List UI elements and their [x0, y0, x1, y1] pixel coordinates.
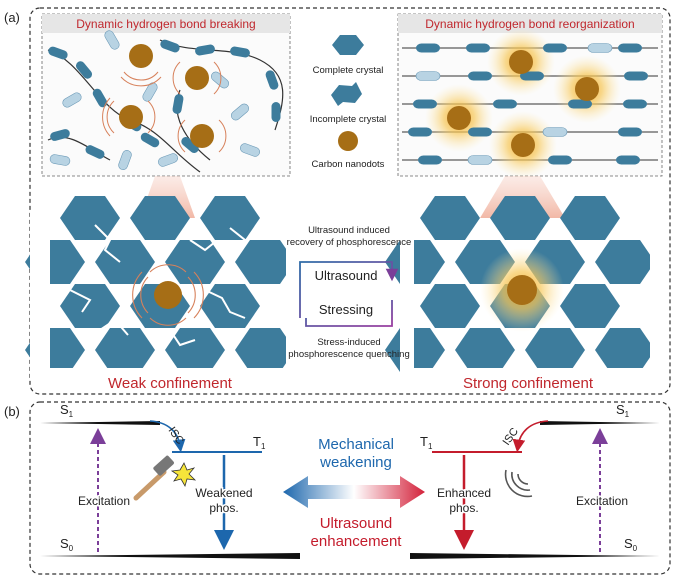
- left-t1-sub: 1: [261, 442, 266, 451]
- left-s1: S: [60, 402, 69, 417]
- left-s0: S: [60, 536, 69, 551]
- sound-wave-icon: [504, 469, 533, 498]
- left-emission-1: Weakened: [195, 486, 252, 500]
- carbon-nanodot-icon: [338, 131, 358, 151]
- right-energy-diagram: S1 T1 S0 ISC Excitation Enhanced phos.: [410, 402, 660, 559]
- left-isc: ISC: [166, 425, 186, 447]
- mechanical-weakening-1: Mechanical: [318, 436, 394, 453]
- weak-confinement-label: Weak confinement: [108, 375, 233, 392]
- double-arrow: [283, 476, 425, 508]
- cycle: Ultrasound induced recovery of phosphore…: [287, 225, 412, 360]
- weak-lattice: [25, 196, 295, 372]
- strong-lattice: [385, 196, 655, 372]
- quench-caption-1: Stress-induced: [317, 337, 380, 348]
- left-s0-sub: 0: [69, 544, 74, 553]
- svg-text:S0: S0: [624, 536, 638, 553]
- panel-b-frame: [29, 401, 671, 575]
- reorganization-inset: Dynamic hydrogen bond reorganization: [397, 13, 663, 179]
- left-s1-sub: 1: [69, 410, 74, 419]
- svg-text:T1: T1: [420, 434, 433, 451]
- ultrasound-enhancement-1: Ultrasound: [320, 515, 393, 532]
- mechanical-weakening-2: weakening: [319, 454, 392, 471]
- svg-text:T1: T1: [253, 434, 266, 451]
- quench-caption-2: phosphorescence quenching: [288, 349, 409, 360]
- left-excitation: Excitation: [78, 494, 130, 508]
- recovery-caption-2: recovery of phosphorescence: [287, 237, 412, 248]
- svg-text:S1: S1: [616, 402, 630, 419]
- right-s1-sub: 1: [625, 410, 630, 419]
- right-t1-sub: 1: [428, 442, 433, 451]
- right-excitation: Excitation: [576, 494, 628, 508]
- cycle-ultrasound: Ultrasound: [315, 268, 378, 283]
- right-t1: T: [420, 434, 428, 449]
- reorganization-title: Dynamic hydrogen bond reorganization: [425, 17, 634, 31]
- central-nanodot-left: [132, 264, 204, 326]
- recovery-caption-1: Ultrasound induced: [308, 225, 390, 236]
- right-emission-1: Enhanced: [437, 486, 491, 500]
- right-s0: S: [624, 536, 633, 551]
- right-s0-sub: 0: [633, 544, 638, 553]
- svg-text:S0: S0: [60, 536, 74, 553]
- legend: Complete crystal Incomplete crystal Carb…: [310, 35, 387, 170]
- left-isc-arrow: [149, 420, 186, 453]
- strong-confinement-label: Strong confinement: [463, 375, 594, 392]
- left-emission-2: phos.: [209, 501, 238, 515]
- complete-crystal-icon: [332, 35, 364, 55]
- left-energy-diagram: S1 T1 S0 ISC Excitation Weakened phos.: [40, 402, 300, 559]
- panel-a-frame: [29, 7, 671, 395]
- legend-nanodots: Carbon nanodots: [312, 159, 385, 170]
- right-s1: S: [616, 402, 625, 417]
- breaking-inset: Dynamic hydrogen bond breaking: [41, 13, 291, 177]
- legend-incomplete: Incomplete crystal: [310, 114, 387, 125]
- center-comparison: Mechanical weakening Ultrasound enhancem…: [283, 436, 425, 550]
- central-nanodot-right: [507, 275, 537, 305]
- incomplete-crystal-icon: [331, 82, 362, 106]
- cycle-stressing: Stressing: [319, 302, 373, 317]
- right-isc-arrow: [512, 420, 549, 453]
- right-emission-2: phos.: [449, 501, 478, 515]
- carbon-nanodot: [102, 44, 227, 153]
- panel-a-label: (a): [4, 10, 20, 25]
- svg-text:S1: S1: [60, 402, 74, 419]
- left-t1: T: [253, 434, 261, 449]
- hammer-icon: [133, 455, 197, 501]
- ultrasound-enhancement-2: enhancement: [311, 533, 403, 550]
- breaking-title: Dynamic hydrogen bond breaking: [76, 17, 255, 31]
- legend-complete: Complete crystal: [313, 65, 384, 76]
- panel-b-label: (b): [4, 404, 20, 419]
